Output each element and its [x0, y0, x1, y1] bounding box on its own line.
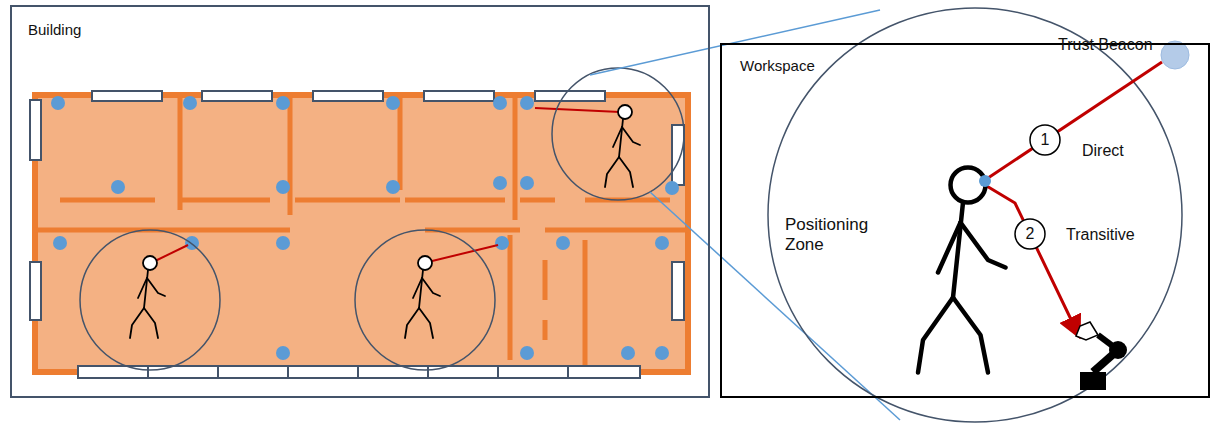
- callout-number: 2: [1026, 225, 1035, 243]
- panel-box: Building: [10, 5, 710, 398]
- panel-title: Workspace: [740, 57, 815, 74]
- callout-number: 1: [1041, 131, 1050, 149]
- panel-title: Building: [28, 21, 81, 38]
- beacon-label: Trust Beacon: [1058, 36, 1153, 54]
- edge-label: Transitive: [1066, 226, 1135, 244]
- edge-label: Direct: [1082, 142, 1124, 160]
- zone-label: Positioning Zone: [785, 215, 890, 254]
